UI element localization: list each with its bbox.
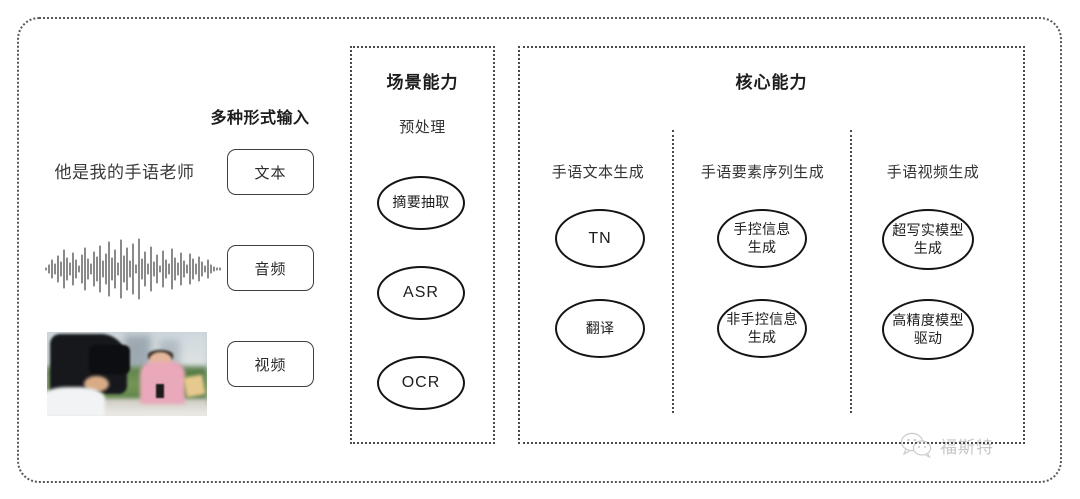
- input-type-audio-label: 音频: [254, 260, 287, 278]
- thumb-camera-lens: [88, 345, 131, 374]
- node-hyperrealistic-model-generation[interactable]: 超写实模型生成: [882, 209, 974, 270]
- node-non-manual-info-generation[interactable]: 非手控信息生成: [717, 299, 807, 358]
- node-summary-extraction-label: 摘要抽取: [392, 194, 450, 211]
- core-panel-title: 核心能力: [735, 73, 808, 92]
- input-section: 多种形式输入 他是我的手语老师: [30, 90, 330, 420]
- core-capability-panel: 核心能力 手语文本生成 TN 翻译 手语要素序列生成 手控信息生成 非手控信息生…: [518, 46, 1025, 444]
- node-ocr[interactable]: OCR: [377, 356, 465, 410]
- node-manual-info-generation[interactable]: 手控信息生成: [717, 209, 807, 268]
- core-column-header-3: 手语视频生成: [886, 164, 980, 181]
- thumb-notepad: [182, 374, 206, 398]
- node-tn-label: TN: [588, 229, 612, 247]
- node-asr[interactable]: ASR: [377, 266, 465, 320]
- node-asr-label: ASR: [403, 284, 439, 301]
- scene-panel-title: 场景能力: [386, 73, 459, 92]
- node-high-precision-model-driving-label: 高精度模型驱动: [892, 312, 964, 346]
- audio-waveform-icon: [45, 238, 221, 300]
- watermark: 福斯特: [900, 432, 994, 458]
- core-column-header-1: 手语文本生成: [551, 164, 645, 181]
- core-column-divider-1: [672, 130, 674, 413]
- node-tn[interactable]: TN: [555, 209, 645, 268]
- sample-sentence-text: 他是我的手语老师: [54, 163, 195, 182]
- node-translation-label: 翻译: [585, 319, 615, 336]
- input-type-video-label: 视频: [254, 356, 287, 374]
- scene-capability-panel: 场景能力 预处理 摘要抽取 ASR OCR: [350, 46, 495, 444]
- multi-input-heading: 多种形式输入: [210, 110, 310, 127]
- core-column-divider-2: [850, 130, 852, 413]
- input-type-audio-button[interactable]: 音频: [227, 245, 314, 291]
- node-summary-extraction[interactable]: 摘要抽取: [377, 176, 465, 230]
- node-manual-info-generation-label: 手控信息生成: [733, 221, 791, 255]
- node-ocr-label: OCR: [401, 374, 441, 391]
- core-column-header-2: 手语要素序列生成: [700, 164, 825, 181]
- wechat-icon: [900, 432, 932, 458]
- watermark-text: 福斯特: [940, 437, 994, 457]
- node-hyperrealistic-model-generation-label: 超写实模型生成: [892, 222, 964, 256]
- node-high-precision-model-driving[interactable]: 高精度模型驱动: [882, 299, 974, 360]
- scene-subtitle-preprocessing: 预处理: [399, 119, 446, 136]
- outer-frame: [17, 17, 1062, 483]
- node-translation[interactable]: 翻译: [555, 299, 645, 358]
- thumb-microphone: [155, 384, 164, 398]
- input-type-video-button[interactable]: 视频: [227, 341, 314, 387]
- input-type-text-button[interactable]: 文本: [227, 149, 314, 195]
- input-type-text-label: 文本: [254, 164, 287, 182]
- node-non-manual-info-generation-label: 非手控信息生成: [726, 311, 798, 345]
- thumb-operator-shoulder: [47, 387, 105, 416]
- video-thumbnail-image: [47, 332, 207, 416]
